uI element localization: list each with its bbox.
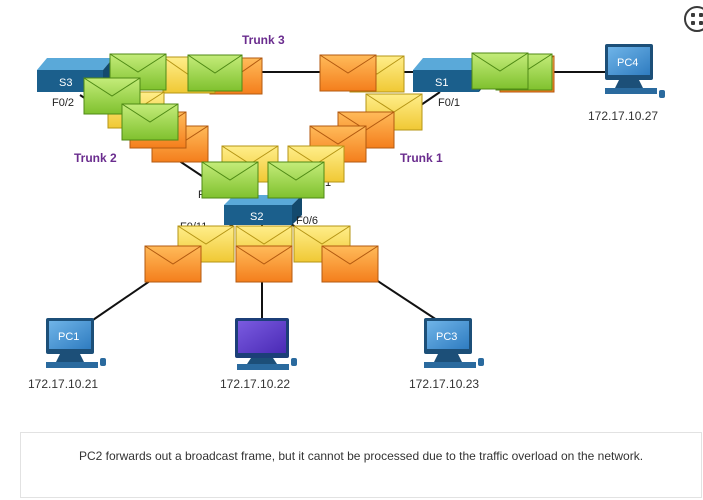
- pc1[interactable]: PC1: [46, 318, 106, 368]
- pc2-ip: 172.17.10.22: [220, 377, 290, 391]
- expand-icon: [699, 13, 703, 17]
- envelope-icon: [267, 161, 325, 199]
- pc1-ip: 172.17.10.21: [28, 377, 98, 391]
- expand-icon: [691, 13, 695, 17]
- broadcast-frames: [83, 52, 555, 283]
- envelope-icon: [144, 245, 202, 283]
- pc4[interactable]: PC4: [605, 44, 665, 98]
- pc2[interactable]: [235, 318, 297, 370]
- expand-icon: [699, 21, 703, 25]
- switch-s3-label: S3: [59, 77, 72, 89]
- switch-s1-label: S1: [435, 77, 448, 89]
- pc3-label: PC3: [436, 331, 457, 343]
- port-label-s1-f01: F0/1: [438, 97, 460, 109]
- expand-button[interactable]: [684, 6, 703, 32]
- trunk-1-label: Trunk 1: [400, 151, 443, 165]
- envelope-icon: [319, 54, 377, 92]
- envelope-icon: [471, 52, 529, 90]
- pc4-ip: 172.17.10.27: [588, 109, 658, 123]
- pc4-label: PC4: [617, 57, 638, 69]
- envelope-icon: [235, 245, 293, 283]
- port-label-s3-f02: F0/2: [52, 97, 74, 109]
- pc3-ip: 172.17.10.23: [409, 377, 479, 391]
- port-label-s2-f02: /1: [322, 177, 331, 189]
- caption-text: PC2 forwards out a broadcast frame, but …: [78, 449, 644, 463]
- network-diagram: S3 S1 S2 PC4 PC1: [28, 33, 665, 391]
- pc3[interactable]: PC3: [424, 318, 484, 368]
- envelope-icon: [121, 103, 179, 141]
- switch-s2-label: S2: [250, 211, 263, 223]
- trunk-2-label: Trunk 2: [74, 151, 117, 165]
- envelope-icon: [321, 245, 379, 283]
- envelope-icon: [187, 54, 243, 92]
- envelope-icon: [201, 161, 259, 199]
- expand-icon: [691, 21, 695, 25]
- switch-s2[interactable]: S2: [224, 195, 302, 225]
- trunk-3-label: Trunk 3: [242, 33, 285, 47]
- pc1-label: PC1: [58, 331, 79, 343]
- port-label-s2-f06: F0/6: [296, 215, 318, 227]
- caption-box: PC2 forwards out a broadcast frame, but …: [20, 432, 702, 498]
